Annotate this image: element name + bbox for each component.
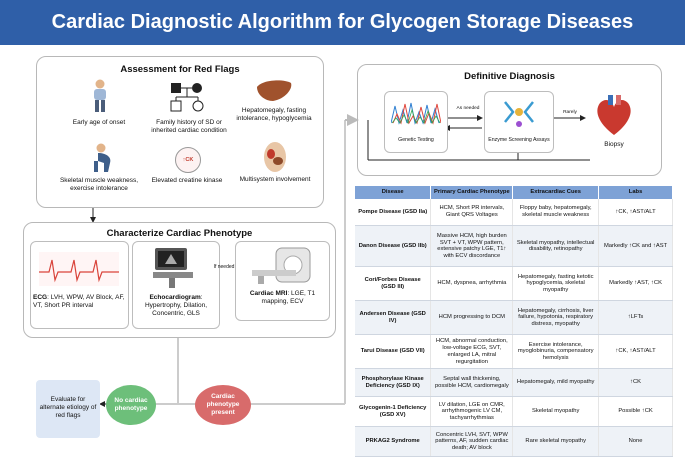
row-extracardiac: Hepatomegaly, mild myopathy	[512, 368, 600, 398]
red-flag-label-5: Multisystem involvement	[239, 176, 311, 183]
red-flags-title: Assessment for Red Flags	[120, 64, 240, 75]
phenotype-panel: Characterize Cardiac Phenotype ECG: LVH,…	[23, 222, 336, 338]
page-title-text: Cardiac Diagnostic Algorithm for Glycoge…	[51, 11, 634, 33]
row-cardiac: Septal wall thickening, possible HCM, ca…	[430, 368, 514, 398]
table-row: Phosphorylase Kinase Deficiency (GSD IX)…	[355, 368, 673, 398]
ecg-label: ECG: LVH, WPW, AV Block, AF, VT, Short P…	[33, 294, 125, 310]
row-extracardiac: Hepatomegaly, cirrhosis, liver failure, …	[512, 300, 600, 336]
row-disease: Phosphorylase Kinase Deficiency (GSD IX)	[355, 368, 432, 398]
row-disease: Andersen Disease (GSD IV)	[355, 300, 432, 336]
table-row: Glycogenin-1 Deficiency (GSD XV)LV dilat…	[355, 396, 673, 428]
red-flag-label-1: Family history of SD or inherited cardia…	[151, 119, 227, 134]
ecg-label-bold: ECG	[33, 294, 48, 301]
enzyme-assay-box: Enzyme Screening Assays	[484, 91, 554, 153]
row-cardiac: LV dilation, LGE on CMR, arrhythmogenic …	[430, 396, 514, 428]
mri-scanner-icon	[252, 247, 311, 284]
evaluate-alternate-label: Evaluate for alternate etiology of red f…	[39, 396, 97, 419]
row-disease: Danon Disease (GSD IIb)	[355, 225, 432, 268]
row-labs: Possible ↑CK	[598, 396, 673, 428]
muscle-weakness-icon	[94, 143, 111, 172]
row-extracardiac: Rare skeletal myopathy	[512, 426, 600, 458]
definitive-title: Definitive Diagnosis	[464, 71, 555, 82]
header-cardiac-phenotype: Primary Cardiac Phenotype	[430, 186, 514, 199]
row-labs: Markedly ↑AST, ↑CK	[598, 266, 673, 302]
if-needed-label: If needed	[213, 264, 235, 270]
ecg-box: ECG: LVH, WPW, AV Block, AF, VT, Short P…	[30, 241, 129, 329]
row-extracardiac: Skeletal myopathy	[512, 396, 600, 428]
red-flag-label-0: Early age of onset	[72, 119, 126, 126]
liver-icon	[257, 80, 292, 101]
row-extracardiac: Skeletal myopathy, intellectual disabili…	[512, 225, 600, 268]
biopsy-label: Biopsy	[604, 141, 624, 148]
row-disease: Cori/Forbes Disease (GSD III)	[355, 266, 432, 302]
no-phenotype-node: No cardiac phenotype	[106, 385, 156, 425]
row-labs: ↑LFTs	[598, 300, 673, 336]
phenotype-present-node: Cardiac phenotype present	[195, 385, 251, 425]
dna-sequence-icon	[391, 102, 441, 125]
ecg-label-text: : LVH, WPW, AV Block, AF, VT, Short PR i…	[33, 294, 125, 309]
row-disease: Tarui Disease (GSD VII)	[355, 334, 432, 370]
genetic-testing-label: Genetic Testing	[398, 137, 434, 143]
heart-biopsy-icon	[597, 95, 631, 135]
header-extracardiac-cues: Extracardiac Cues	[512, 186, 600, 199]
pedigree-icon	[170, 83, 204, 112]
row-labs: ↑CK, ↑AST/ALT	[598, 198, 673, 227]
echo-label-text: : Hypertrophy, Dilation, Concentric, GLS	[144, 294, 208, 317]
mri-label-bold: Cardiac MRI	[249, 290, 288, 297]
echo-label-bold: Echocardiogram	[149, 294, 201, 301]
row-cardiac: HCM, Short PR intervals, Giant QRS Volta…	[430, 198, 514, 227]
red-flag-label-3: Skeletal muscle weakness, exercise intol…	[59, 177, 139, 192]
row-labs: ↑CK	[598, 368, 673, 398]
ecg-trace-icon	[39, 252, 119, 286]
header-disease: Disease	[355, 186, 432, 199]
table-row: Cori/Forbes Disease (GSD III)HCM, dyspne…	[355, 266, 673, 302]
row-labs: ↑CK, ↑AST/ALT	[598, 334, 673, 370]
phenotype-title: Characterize Cardiac Phenotype	[106, 228, 253, 239]
table-row: Tarui Disease (GSD VII)HCM, abnormal con…	[355, 334, 673, 370]
page-title: Cardiac Diagnostic Algorithm for Glycoge…	[0, 0, 685, 45]
table-row: Pompe Disease (GSD IIa)HCM, Short PR int…	[355, 198, 673, 227]
row-disease: PRKAG2 Syndrome	[355, 426, 432, 458]
enzyme-assay-label: Enzyme Screening Assays	[488, 137, 550, 143]
as-needed-label: As needed	[456, 106, 480, 111]
no-phenotype-label: No cardiac phenotype	[114, 397, 148, 412]
rarely-label: Rarely	[563, 110, 577, 115]
multisystem-icon	[264, 142, 286, 172]
row-cardiac: Massive HCM, high burden SVT + VT, WPW p…	[430, 225, 514, 268]
ck-badge: ↑CK	[182, 157, 194, 163]
row-extracardiac: Hepatomegaly, fasting ketotic hypoglycem…	[512, 266, 600, 302]
row-cardiac: HCM, abnormal conduction, low-voltage EC…	[430, 334, 514, 370]
table-row: Danon Disease (GSD IIb)Massive HCM, high…	[355, 225, 673, 268]
red-flags-panel: Assessment for Red Flags Early age of on…	[36, 56, 324, 208]
child-icon	[94, 79, 106, 112]
red-flag-label-4: Elevated creatine kinase	[151, 177, 223, 184]
row-labs: None	[598, 426, 673, 458]
row-cardiac: Concentric LVH, SVT, WPW patterns, AF, s…	[430, 426, 514, 458]
echo-label: Echocardiogram: Hypertrophy, Dilation, C…	[135, 294, 217, 318]
red-flag-label-2: Hepatomegaly, fasting intolerance, hypog…	[236, 107, 312, 122]
row-disease: Glycogenin-1 Deficiency (GSD XV)	[355, 396, 432, 428]
mri-label-text: : LGE, T1 mapping, ECV	[261, 290, 316, 305]
row-cardiac: HCM, dyspnea, arrhythmia	[430, 266, 514, 302]
row-extracardiac: Floppy baby, hepatomegaly, skeletal musc…	[512, 198, 600, 227]
mri-label: Cardiac MRI: LGE, T1 mapping, ECV	[238, 290, 327, 306]
echocardiogram-machine-icon	[153, 248, 193, 288]
header-labs: Labs	[598, 186, 673, 199]
mri-box: Cardiac MRI: LGE, T1 mapping, ECV	[235, 241, 330, 321]
creatine-kinase-icon: ↑CK	[175, 147, 201, 173]
row-disease: Pompe Disease (GSD IIa)	[355, 198, 432, 227]
echo-box: Echocardiogram: Hypertrophy, Dilation, C…	[132, 241, 220, 329]
disease-table: Disease Primary Cardiac Phenotype Extrac…	[355, 186, 673, 458]
row-cardiac: HCM progressing to DCM	[430, 300, 514, 336]
definitive-panel: Definitive Diagnosis Genetic Testing As …	[357, 64, 662, 176]
genetic-testing-box: Genetic Testing	[384, 91, 448, 153]
enzyme-assay-icon	[504, 101, 534, 127]
phenotype-present-label: Cardiac phenotype present	[206, 393, 240, 416]
table-row: Andersen Disease (GSD IV)HCM progressing…	[355, 300, 673, 336]
table-header-row: Disease Primary Cardiac Phenotype Extrac…	[355, 186, 673, 199]
evaluate-alternate-box: Evaluate for alternate etiology of red f…	[36, 380, 100, 438]
row-labs: Markedly ↑CK and ↑AST	[598, 225, 673, 268]
row-extracardiac: Exercise intolerance, myoglobinuria, com…	[512, 334, 600, 370]
